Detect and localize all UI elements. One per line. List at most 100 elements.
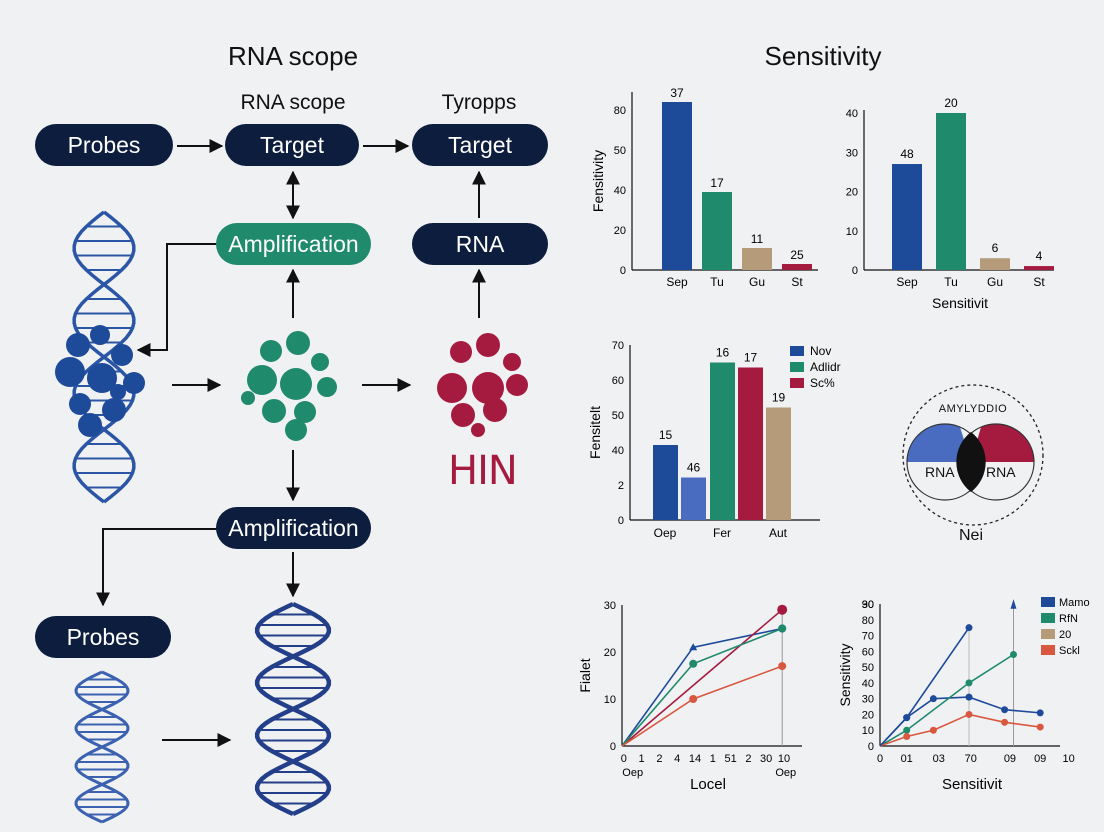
y-tick-label: 50 — [614, 145, 626, 157]
molecule — [241, 391, 255, 405]
x-tick-label: Oep — [654, 526, 677, 540]
node-probes-top: Probes — [35, 124, 173, 166]
molecule — [55, 357, 85, 387]
x-tick-label: 2 — [745, 753, 751, 765]
molecule — [260, 340, 282, 362]
y-tick-label: 10 — [604, 694, 616, 706]
molecule — [285, 419, 307, 441]
molecule-cluster-icon — [55, 325, 145, 437]
legend-swatch — [790, 346, 804, 356]
data-point — [965, 710, 973, 718]
y-tick-label: 10 — [846, 226, 858, 238]
x-tick-sublabel: Oep — [775, 767, 796, 779]
x-tick-label: 0 — [621, 753, 627, 765]
molecule — [437, 373, 467, 403]
molecule — [503, 353, 521, 371]
bar — [742, 248, 772, 270]
node-amplification-2: Amplification — [216, 507, 371, 549]
bar-data-label: 17 — [710, 176, 724, 190]
legend-swatch — [1041, 613, 1055, 623]
y-tick-label: 0 — [618, 515, 624, 527]
venn-diagram — [902, 384, 1044, 526]
bar-data-label: 25 — [790, 248, 804, 262]
data-point — [778, 662, 787, 671]
data-point — [1001, 718, 1009, 726]
molecule — [483, 398, 507, 422]
x-tick-label: Tu — [710, 275, 724, 289]
venn-title: AMYLYDDIO — [938, 403, 1008, 415]
molecule — [450, 341, 472, 363]
molecule — [286, 331, 310, 355]
x-tick-label: 30 — [760, 753, 772, 765]
venn-left-top — [906, 423, 971, 462]
molecule-cluster-icon — [437, 333, 528, 437]
bar — [738, 367, 763, 520]
x-tick-label: 4 — [674, 753, 680, 765]
legend-swatch — [790, 378, 804, 388]
x-tick-label: 01 — [901, 753, 913, 765]
y-tick-label: 90 — [862, 599, 874, 611]
y-tick-label: 40 — [614, 185, 626, 197]
dna-helix-icon — [74, 670, 130, 824]
y-tick-label: 20 — [862, 709, 874, 721]
y-tick-label: 10 — [862, 725, 874, 737]
data-point — [965, 624, 973, 632]
data-point — [1036, 723, 1044, 731]
series-line — [879, 713, 1041, 747]
x-tick-label: 0 — [877, 753, 883, 765]
helix-strand — [254, 601, 332, 817]
bar — [782, 264, 812, 270]
y-axis-label: Fensitelt — [587, 406, 603, 459]
y-tick-label: 2 — [618, 480, 624, 492]
x-tick-label: Aut — [769, 526, 788, 540]
left-title: RNA scope — [227, 41, 359, 71]
y-tick-label: 40 — [612, 445, 624, 457]
bar — [1024, 266, 1054, 270]
data-point — [1036, 709, 1044, 717]
y-tick-label: 70 — [862, 631, 874, 643]
y-tick-label: 30 — [862, 694, 874, 706]
venn-center-overlap — [956, 432, 986, 492]
data-point — [689, 643, 698, 651]
molecule — [262, 399, 286, 423]
x-tick-label: 2 — [656, 753, 662, 765]
y-tick-label: 0 — [610, 741, 616, 753]
venn-caption: Nei — [958, 527, 984, 544]
series-line — [879, 653, 1014, 747]
x-tick-label: 14 — [689, 753, 701, 765]
bar — [662, 102, 692, 270]
bar-data-label: 46 — [687, 461, 701, 475]
molecule — [311, 353, 329, 371]
y-tick-label: 80 — [862, 615, 874, 627]
molecule — [506, 374, 528, 396]
arrow-amplification-probes — [96, 528, 217, 607]
x-tick-label: 03 — [933, 753, 945, 765]
legend-swatch — [790, 362, 804, 372]
x-tick-label: Fer — [713, 526, 731, 540]
bar-data-label: 16 — [716, 346, 730, 360]
x-tick-label: 70 — [965, 753, 977, 765]
legend-label: Mamo — [1059, 597, 1090, 609]
x-tick-label: 1 — [710, 753, 716, 765]
molecule — [69, 393, 91, 415]
arrow-amplification-feedback — [136, 243, 217, 357]
bar — [766, 407, 791, 520]
bar-data-label: 19 — [772, 391, 786, 405]
data-point — [929, 695, 937, 703]
venn-outer-circle — [902, 384, 1044, 526]
bar — [653, 445, 678, 520]
y-tick-label: 80 — [614, 105, 626, 117]
x-tick-label: Tu — [944, 275, 958, 289]
y-tick-label: 50 — [612, 410, 624, 422]
legend-label: RfN — [1059, 613, 1078, 625]
x-tick-label: St — [1033, 275, 1045, 289]
data-point — [689, 659, 698, 668]
series-line — [879, 627, 970, 747]
molecule — [451, 403, 475, 427]
molecule — [247, 365, 277, 395]
y-tick-label: 50 — [862, 662, 874, 674]
